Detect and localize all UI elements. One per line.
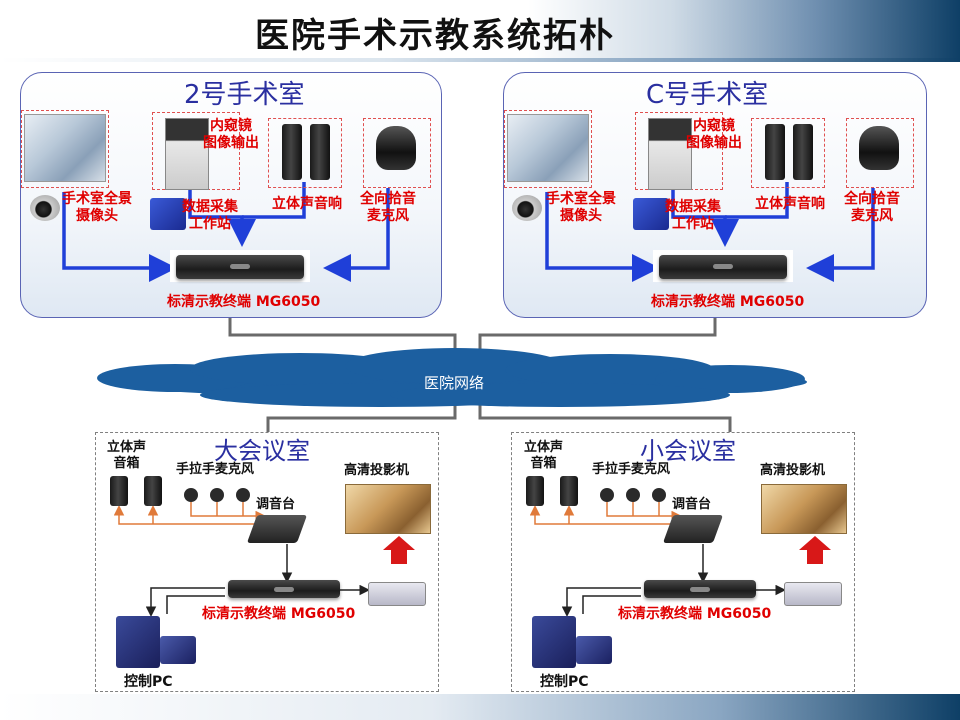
- handheld-mic-label: 手拉手麦克风: [176, 462, 255, 477]
- mic-label: 全向拾音 麦克风: [360, 191, 416, 224]
- speaker-label: 立体声 音箱: [107, 440, 147, 471]
- operating-room-image: [24, 114, 106, 182]
- handheld-mic-label: 手拉手麦克风: [592, 462, 671, 477]
- mixer-icon: [662, 515, 724, 543]
- meeting-scene-image: [345, 484, 431, 534]
- endoscope-icon: [648, 118, 692, 190]
- or-room-c-title: C号手术室: [646, 80, 769, 110]
- projector-icon: [784, 582, 842, 606]
- link-network-to-small: [478, 405, 732, 432]
- speaker-right-icon: [310, 124, 330, 180]
- speaker-right-icon: [793, 124, 813, 180]
- mic-1-icon: [600, 488, 614, 502]
- control-pc-label: 控制PC: [540, 674, 589, 690]
- or-room-c-links: [545, 182, 875, 282]
- mixer-icon: [246, 515, 308, 543]
- monitor-icon: [160, 636, 196, 664]
- speaker-right-icon: [144, 476, 162, 506]
- mic-3-icon: [652, 488, 666, 502]
- speaker-right-icon: [560, 476, 578, 506]
- meeting-scene-image: [761, 484, 847, 534]
- camera-label: 手术室全景 摄像头: [62, 191, 132, 224]
- endoscope-label: 内窥镜 图像输出: [686, 118, 742, 151]
- endoscope-icon: [165, 118, 209, 190]
- mixer-label: 调音台: [256, 497, 296, 512]
- workstation-icon: [150, 198, 186, 230]
- or-room-2-links: [62, 182, 390, 282]
- title-bar: [0, 0, 960, 62]
- control-pc-icon: [116, 616, 160, 668]
- terminal-device-icon: [644, 580, 756, 598]
- link-orC-to-network: [478, 318, 717, 355]
- or-room-2-title: 2号手术室: [184, 80, 305, 110]
- terminal-label: 标清示教终端 MG6050: [618, 606, 772, 622]
- camera-frame: [21, 110, 109, 188]
- network-cloud: [97, 348, 807, 407]
- terminal-device-icon: [659, 255, 787, 279]
- camera-frame: [504, 110, 592, 188]
- mic-2-icon: [626, 488, 640, 502]
- ptz-camera-icon: [512, 195, 542, 221]
- terminal-label: 标清示教终端 MG6050: [167, 294, 321, 310]
- terminal-device-icon: [228, 580, 340, 598]
- monitor-icon: [576, 636, 612, 664]
- link-network-to-large: [266, 405, 457, 432]
- terminal-label: 标清示教终端 MG6050: [651, 294, 805, 310]
- speaker-label: 立体声 音箱: [524, 440, 564, 471]
- audio-frame: [751, 118, 825, 188]
- large-meeting-room-links: [113, 502, 415, 617]
- audio-frame: [268, 118, 342, 188]
- small-meeting-room-links: [529, 502, 831, 617]
- speaker-left-icon: [765, 124, 785, 180]
- speaker-left-icon: [110, 476, 128, 506]
- workstation-label: 数据采集 工作站: [665, 199, 721, 232]
- control-pc-icon: [532, 616, 576, 668]
- mic-frame: [846, 118, 914, 188]
- omni-mic-icon: [376, 126, 416, 170]
- terminal-label: 标清示教终端 MG6050: [202, 606, 356, 622]
- workstation-icon: [633, 198, 669, 230]
- workstation-label: 数据采集 工作站: [182, 199, 238, 232]
- camera-label: 手术室全景 摄像头: [546, 191, 616, 224]
- operating-room-image: [507, 114, 589, 182]
- footer-bar: [0, 694, 960, 720]
- projector-label: 高清投影机: [760, 463, 826, 478]
- large-meeting-room-title: 大会议室: [214, 437, 310, 465]
- mic-2-icon: [210, 488, 224, 502]
- terminal-device-icon: [176, 255, 304, 279]
- link-or2-to-network: [228, 318, 457, 355]
- small-meeting-room-title: 小会议室: [640, 437, 736, 465]
- mic-label: 全向拾音 麦克风: [844, 191, 900, 224]
- audio-label: 立体声音响: [272, 196, 342, 212]
- speaker-left-icon: [526, 476, 544, 506]
- projector-icon: [368, 582, 426, 606]
- endoscope-label: 内窥镜 图像输出: [203, 118, 259, 151]
- mic-3-icon: [236, 488, 250, 502]
- page-title: 医院手术示教系统拓朴: [255, 16, 615, 56]
- projector-label: 高清投影机: [344, 463, 410, 478]
- mic-frame: [363, 118, 431, 188]
- mixer-label: 调音台: [672, 497, 712, 512]
- network-label: 医院网络: [424, 374, 485, 392]
- audio-label: 立体声音响: [755, 196, 825, 212]
- ptz-camera-icon: [30, 195, 60, 221]
- speaker-left-icon: [282, 124, 302, 180]
- omni-mic-icon: [859, 126, 899, 170]
- mic-1-icon: [184, 488, 198, 502]
- control-pc-label: 控制PC: [124, 674, 173, 690]
